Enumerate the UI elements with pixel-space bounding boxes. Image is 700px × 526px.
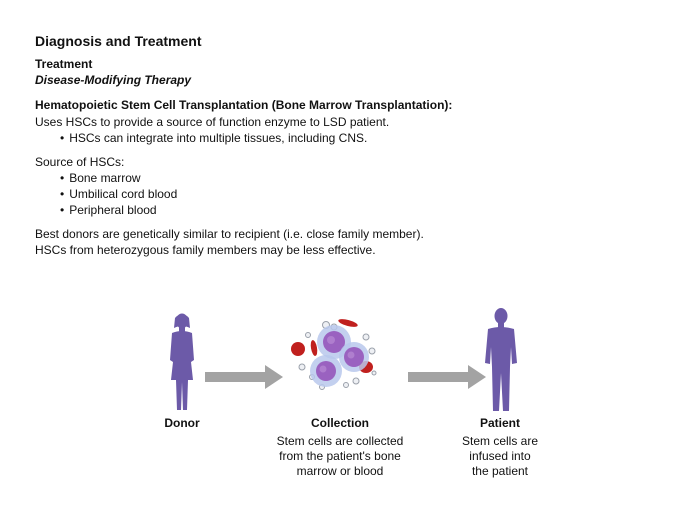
hsct-intro: Uses HSCs to provide a source of functio… xyxy=(35,115,390,129)
collection-desc-line: from the patient's bone xyxy=(279,449,401,463)
source-item-peripheral-blood: Peripheral blood xyxy=(60,203,156,217)
stem-cells-icon xyxy=(291,319,377,390)
donors-line-2: HSCs from heterozygous family members ma… xyxy=(35,243,376,257)
hsct-bullet: HSCs can integrate into multiple tissues… xyxy=(60,131,367,145)
patient-figure-icon xyxy=(485,308,517,411)
subsection-heading: Disease-Modifying Therapy xyxy=(35,73,192,87)
patient-label-block: Patient Stem cells are infused into the … xyxy=(420,416,580,479)
collection-desc-line: marrow or blood xyxy=(296,464,384,478)
donors-line-1: Best donors are genetically similar to r… xyxy=(35,227,424,241)
hsct-heading: Hematopoietic Stem Cell Transplantation … xyxy=(35,98,453,112)
arrow-right-icon xyxy=(205,365,283,389)
donor-label: Donor xyxy=(164,416,200,430)
collection-label-block: Collection Stem cells are collected from… xyxy=(260,416,420,479)
patient-desc-line: infused into xyxy=(469,449,531,463)
source-item-bone-marrow: Bone marrow xyxy=(60,171,140,185)
collection-desc-line: Stem cells are collected xyxy=(276,434,404,448)
patient-desc-line: Stem cells are xyxy=(461,434,539,448)
page-title: Diagnosis and Treatment xyxy=(35,33,202,49)
source-item-cord-blood: Umbilical cord blood xyxy=(60,187,177,201)
collection-label: Collection xyxy=(310,416,369,430)
patient-label: Patient xyxy=(479,416,520,430)
donor-label-block: Donor xyxy=(102,416,262,434)
donor-figure-icon xyxy=(170,313,194,410)
sources-heading: Source of HSCs: xyxy=(35,155,125,169)
arrow-right-icon xyxy=(408,365,486,389)
patient-desc-line: the patient xyxy=(471,464,529,478)
section-heading: Treatment xyxy=(35,57,93,71)
